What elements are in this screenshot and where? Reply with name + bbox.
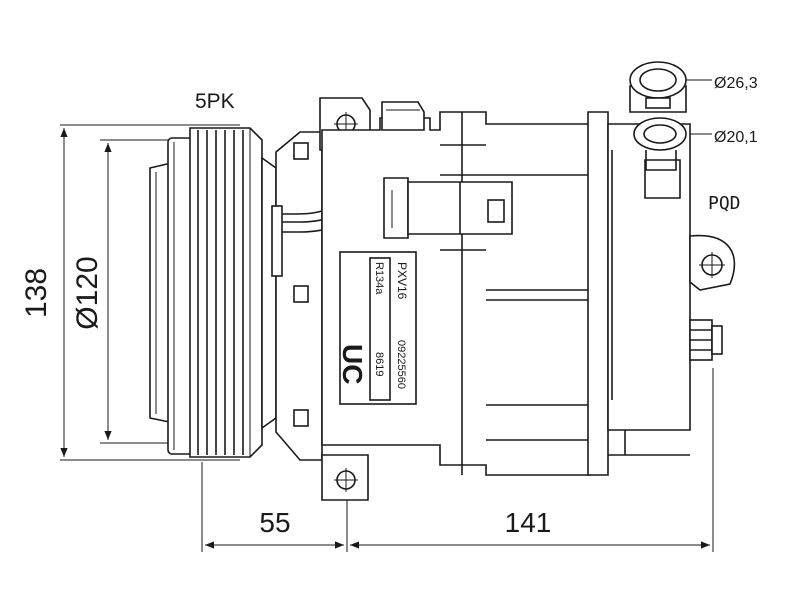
port-small-diameter-label: Ø20,1 bbox=[714, 129, 758, 146]
pulley-diameter-label: Ø120 bbox=[71, 256, 104, 329]
label-refrigerant: R134a bbox=[373, 262, 385, 295]
id-label: PXV16 R134a 09225560 8619 UC bbox=[337, 251, 417, 405]
label-part-number: 09225560 bbox=[395, 340, 407, 389]
front-housing bbox=[271, 97, 386, 501]
pulley-assembly bbox=[149, 127, 277, 458]
label-code: 8619 bbox=[373, 352, 385, 376]
label-mark: UC bbox=[337, 344, 368, 384]
label-model: PXV16 bbox=[395, 262, 409, 300]
offset-label: 55 bbox=[259, 507, 290, 538]
dimension-lines bbox=[60, 79, 714, 552]
height-label: 138 bbox=[20, 268, 53, 318]
port-large-diameter-label: Ø26,3 bbox=[714, 75, 758, 92]
discharge-port bbox=[633, 117, 687, 151]
electrical-connector bbox=[383, 177, 513, 239]
pulley-type-label: 5PK bbox=[195, 90, 235, 113]
port-type-label: PQD bbox=[708, 193, 741, 214]
length-label: 141 bbox=[505, 507, 552, 538]
suction-port bbox=[629, 61, 687, 99]
